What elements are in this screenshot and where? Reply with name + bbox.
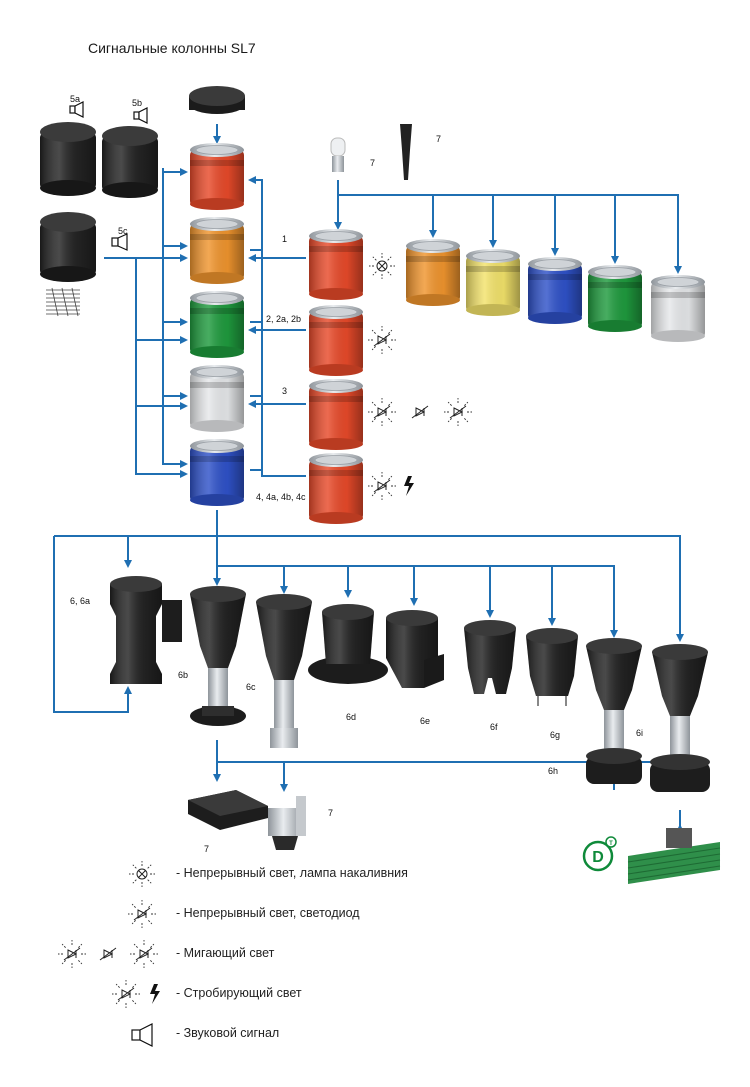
led-lamp — [400, 124, 412, 180]
base-6g — [526, 628, 578, 706]
legend-text-buzzer: - Звуковой сигнал — [176, 1026, 280, 1040]
label-6e: 6e — [420, 716, 431, 726]
label-6a: 6, 6a — [70, 596, 91, 606]
row-module-green — [588, 265, 642, 332]
column-cap — [189, 86, 245, 114]
flashing-light-icon — [368, 398, 396, 426]
label-7-led: 7 — [436, 134, 442, 144]
svg-text:D: D — [592, 849, 604, 866]
angle-bracket — [268, 796, 306, 850]
legend-text-incandescent: - Непрерывный свет, лампа накаливния — [176, 866, 408, 880]
label-5c: 5c — [118, 226, 128, 236]
buzzer-5b — [102, 126, 158, 198]
strobe-light-icon — [368, 472, 396, 500]
legend-text-led: - Непрерывный свет, светодиод — [176, 906, 360, 920]
label-6d: 6d — [346, 712, 357, 722]
legend-buzzer-icon — [131, 1023, 153, 1047]
legend-led: - Непрерывный свет, светодиод — [60, 900, 520, 928]
row-module-yellow — [466, 249, 520, 316]
legend-flash-icon-1 — [58, 940, 86, 968]
source-icons — [368, 253, 472, 500]
page-title: Сигнальные колонны SL7 — [88, 40, 256, 56]
source-module-2 — [309, 305, 363, 376]
label-6g: 6g — [550, 730, 561, 740]
legend-lightning-icon — [150, 984, 160, 1004]
flashing-light-icon — [444, 398, 472, 426]
buzzer-5c — [40, 212, 96, 282]
flashing-light-icon — [411, 405, 429, 419]
lightning-icon — [404, 476, 414, 496]
svg-text:T: T — [609, 841, 613, 847]
legend-text-flashing: - Мигающий свет — [176, 946, 275, 960]
label-7-lamp: 7 — [370, 158, 376, 168]
light-source-modules — [309, 229, 363, 524]
label-6i: 6i — [636, 728, 644, 738]
stack-module-clear — [190, 365, 244, 432]
connection-lines — [53, 124, 684, 832]
label-4: 4, 4a, 4b, 4c — [256, 492, 306, 502]
label-6c: 6c — [246, 682, 256, 692]
row-module-orange — [406, 239, 460, 306]
legend-buzzer: - Звуковой сигнал — [60, 1020, 520, 1048]
label-6f: 6f — [490, 722, 498, 732]
base-6c — [256, 594, 312, 748]
label-1: 1 — [282, 234, 288, 244]
legend-symbols — [58, 861, 160, 1047]
label-3: 3 — [282, 386, 288, 396]
row-module-blue — [528, 257, 582, 324]
buzzer-modules — [40, 101, 158, 317]
label-2: 2, 2a, 2b — [266, 314, 302, 324]
stack-module-blue — [190, 439, 244, 506]
led-icon — [368, 326, 396, 354]
base-6a — [110, 576, 182, 684]
legend-text-strobe: - Стробирующий свет — [176, 986, 302, 1000]
incandescent-lamp-bulb — [330, 137, 346, 172]
source-module-1 — [309, 229, 363, 300]
legend-flashing: - Мигающий свет — [60, 940, 520, 968]
sound-level-icon — [46, 287, 80, 317]
label-6h: 6h — [548, 766, 559, 776]
flat-cable — [627, 828, 721, 884]
legend-flash-icon-2 — [99, 947, 117, 961]
base-6d — [308, 604, 388, 684]
base-6f — [464, 620, 516, 694]
label-6b: 6b — [178, 670, 189, 680]
legend-lamp-icon — [129, 861, 155, 887]
color-module-row — [406, 239, 705, 342]
wall-bracket — [188, 790, 268, 830]
label-7-bracket: 7 — [204, 844, 210, 854]
buzzer-icon — [69, 101, 148, 251]
source-module-3 — [309, 379, 363, 450]
legend-led-icon — [128, 900, 156, 928]
stack-module-green — [190, 291, 244, 358]
source-module-4 — [309, 453, 363, 524]
incandescent-lamp-icon — [369, 253, 395, 279]
legend-strobe: - Стробирующий свет — [60, 980, 520, 1008]
base-6e — [386, 610, 444, 688]
legend-strobe-icon — [112, 980, 140, 1008]
stack-module-orange — [190, 217, 244, 284]
base-6i — [650, 644, 710, 792]
base-6h — [586, 638, 642, 784]
legend-incandescent: - Непрерывный свет, лампа накаливния — [60, 860, 520, 888]
stack-module-red — [190, 143, 244, 210]
label-7-angle: 7 — [328, 808, 334, 818]
buzzer-5a — [40, 122, 96, 196]
label-5a: 5a — [70, 94, 81, 104]
base-6b — [190, 586, 246, 726]
dt-logo-icon: D T — [582, 836, 617, 872]
stack-modules — [190, 143, 244, 506]
legend-flash-icon-3 — [130, 940, 158, 968]
row-module-clear — [651, 275, 705, 342]
label-5b: 5b — [132, 98, 143, 108]
